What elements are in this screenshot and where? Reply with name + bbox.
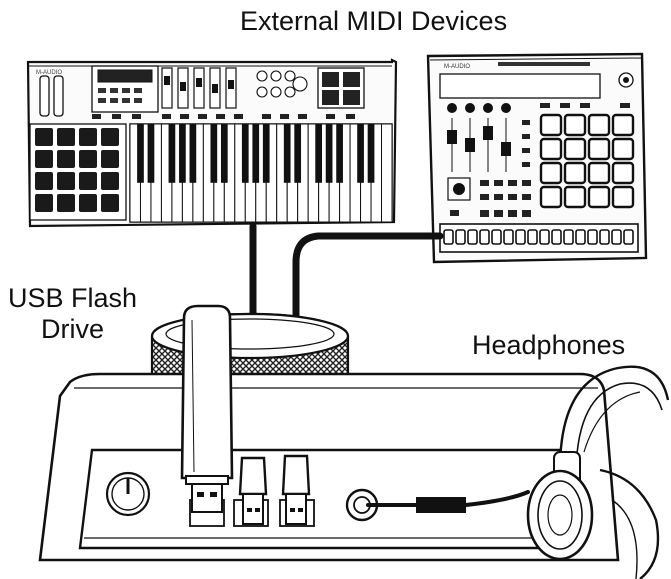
keyboard-brand-text: M-AUDIO — [36, 70, 62, 76]
step-button — [623, 229, 634, 245]
external-midi-devices-label: External MIDI Devices — [240, 6, 508, 36]
step-button — [467, 229, 478, 245]
controller-brand-text: M-AUDIO — [444, 64, 470, 70]
black-key — [283, 124, 291, 183]
step-button — [443, 229, 454, 245]
black-key — [315, 124, 322, 183]
step-button — [551, 229, 562, 245]
step-button — [503, 229, 514, 245]
black-key — [168, 124, 176, 183]
black-key — [147, 124, 155, 183]
step-button — [479, 229, 490, 245]
black-key — [220, 124, 228, 183]
step-button — [527, 229, 538, 245]
white-key — [381, 123, 393, 223]
step-button — [599, 229, 610, 245]
black-key — [210, 124, 218, 183]
keyboard-white-keys — [129, 123, 393, 223]
step-button — [575, 229, 586, 245]
usb-flash-drive-label: USB Flash Drive — [8, 283, 137, 345]
usb-plug-keyboard — [238, 456, 268, 525]
step-button — [611, 229, 622, 245]
step-button — [587, 229, 598, 245]
usb-flash-label-line1: USB Flash — [8, 283, 138, 313]
black-key — [367, 124, 375, 183]
headphones — [526, 365, 670, 579]
black-key — [252, 124, 260, 183]
step-button — [515, 229, 526, 245]
usb-plug-controller — [281, 454, 311, 525]
step-button — [455, 229, 466, 245]
black-key — [325, 124, 333, 183]
black-key — [137, 124, 144, 183]
step-button — [563, 229, 574, 245]
black-key — [357, 124, 364, 183]
step-button — [491, 229, 502, 245]
headphone-plug-cable — [366, 490, 530, 513]
usb-flash-label-line2: Drive — [41, 314, 105, 345]
black-key — [179, 124, 186, 183]
step-button — [539, 229, 550, 245]
midi-keyboard: M-AUDIO — [26, 58, 398, 228]
usb-flash-drive — [180, 304, 234, 513]
black-key — [294, 124, 302, 183]
keyboard-black-keys — [137, 124, 375, 183]
black-key — [189, 124, 197, 183]
midi-pad-controller: M-AUDIO — [426, 52, 648, 264]
black-key — [336, 124, 343, 183]
black-key — [241, 124, 249, 183]
headphones-label: Headphones — [472, 330, 626, 360]
black-key — [262, 124, 270, 183]
controller-step-buttons — [443, 229, 634, 245]
